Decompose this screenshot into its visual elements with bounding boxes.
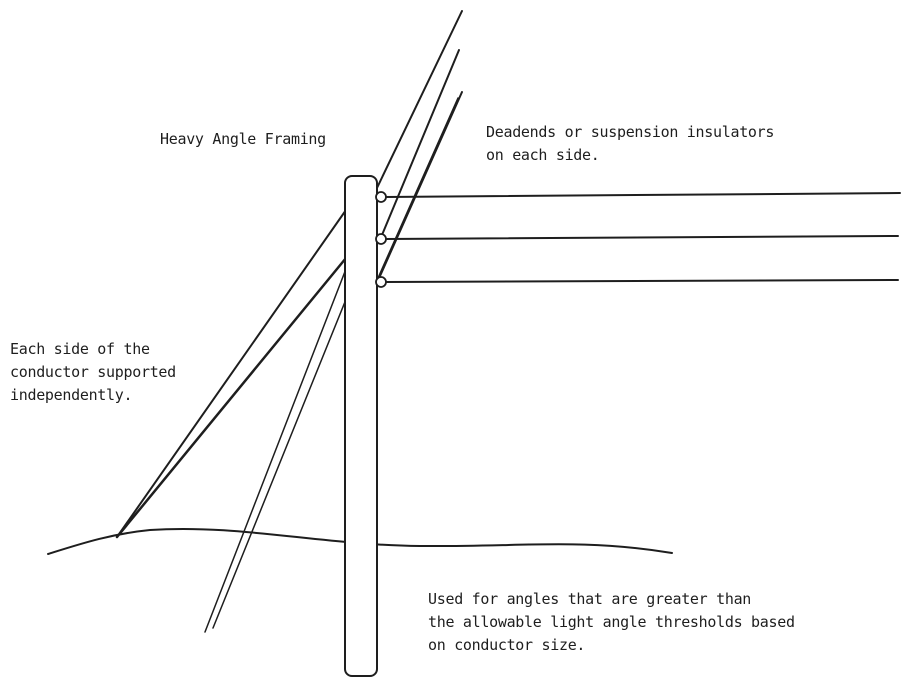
outgoing-conductor-3 (384, 279, 899, 283)
utility-pole (344, 175, 378, 677)
guy-wire-2 (115, 256, 348, 539)
used-for-note-line-3: on conductor size. (428, 636, 586, 654)
used-for-note-line-1: Used for angles that are greater than (428, 590, 752, 608)
guy-wire-3 (204, 219, 366, 633)
outgoing-conductor-1 (384, 192, 901, 198)
guy-wire-4 (212, 244, 369, 629)
deadends-note-line-2: on each side. (486, 146, 600, 164)
incoming-conductor-3 (379, 91, 463, 277)
guy-wire-1 (116, 209, 347, 538)
ground-line (47, 527, 673, 555)
outgoing-conductor-2 (384, 235, 899, 240)
used-for-note-line-2: the allowable light angle thresholds bas… (428, 613, 795, 631)
insulator-1 (375, 191, 387, 203)
incoming-conductor-3b (377, 97, 459, 279)
each-side-note-line-1: Each side of the (10, 340, 150, 358)
diagram-title: Heavy Angle Framing (160, 130, 326, 148)
deadends-note-line-1: Deadends or suspension insulators (486, 123, 775, 141)
each-side-note-line-2: conductor supported (10, 363, 176, 381)
each-side-note-line-3: independently. (10, 386, 133, 404)
insulator-3 (375, 276, 387, 288)
incoming-conductor-2 (381, 49, 460, 236)
incoming-conductor-1 (375, 10, 463, 191)
insulator-2 (375, 233, 387, 245)
